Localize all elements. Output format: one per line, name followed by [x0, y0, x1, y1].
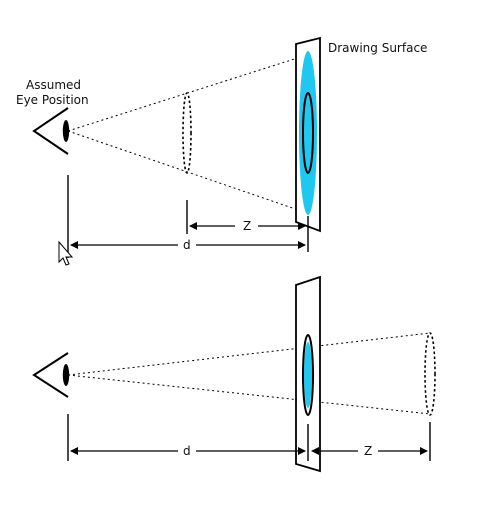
z-label-top: Z — [243, 219, 251, 233]
d-label-bottom: d — [183, 444, 191, 458]
bottom-diagram: d Z — [32, 275, 436, 473]
eye-icon — [32, 352, 70, 398]
projection-ray-lower — [67, 130, 308, 214]
top-diagram: Assumed Eye Position Drawing Surface Z d — [16, 36, 427, 266]
object-outline-bottom — [302, 334, 314, 416]
z-label-bottom: Z — [364, 444, 372, 458]
mouse-pointer-icon — [58, 240, 74, 266]
eye-label-line1: Assumed — [26, 78, 81, 92]
projection-ray-upper-bottom — [67, 332, 431, 376]
projected-image-bottom — [304, 342, 312, 408]
eye-icon — [32, 107, 70, 155]
projected-image — [299, 51, 317, 215]
virtual-object — [182, 92, 192, 174]
virtual-object-bottom — [424, 332, 436, 416]
d-label-top: d — [183, 238, 191, 252]
projection-ray-lower-bottom — [67, 374, 431, 415]
drawing-surface-label: Drawing Surface — [328, 41, 427, 55]
eye-label-line2: Eye Position — [16, 93, 89, 107]
real-object — [302, 92, 314, 174]
